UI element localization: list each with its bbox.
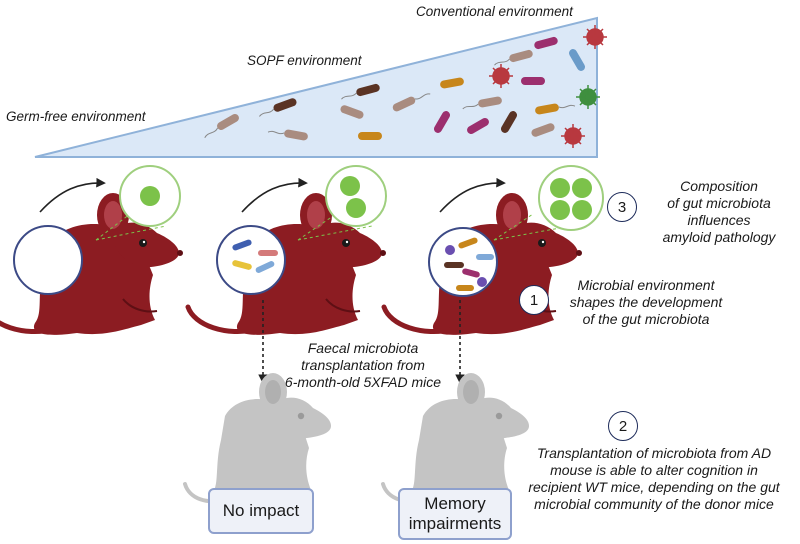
donor-mouse-germ-free: [0, 165, 183, 335]
microbial-environment-annotation: Microbial environment shapes the develop…: [569, 277, 723, 327]
sopf-environment-label: SOPF environment: [247, 53, 362, 68]
germ-free-environment-label: Germ-free environment: [6, 109, 146, 124]
step-number-2: 2: [608, 411, 638, 441]
fmt-annotation: Faecal microbiota transplantation from 6…: [284, 340, 442, 390]
transplantation-annotation: Transplantation of microbiota from AD mo…: [528, 445, 780, 512]
triangle-microbes: [204, 25, 607, 148]
composition-annotation: Composition of gut microbiota influences…: [662, 178, 776, 245]
donor-mouse-conventional: [384, 165, 604, 335]
step-number-1: 1: [519, 285, 549, 315]
recipient-mouse-1: [183, 371, 333, 505]
donor-mouse-sopf: [188, 165, 386, 335]
step-number-3: 3: [607, 192, 637, 222]
no-impact-box: No impact: [208, 488, 314, 534]
memory-label: Memory: [424, 494, 486, 513]
conventional-environment-label: Conventional environment: [416, 4, 573, 19]
recipient-mouse-2: [381, 371, 531, 505]
environment-gradient-triangle: [34, 16, 598, 158]
memory-impairments-box: Memory impairments: [398, 488, 512, 540]
no-impact-label: No impact: [222, 501, 300, 520]
impairments-label: impairments: [408, 514, 502, 533]
